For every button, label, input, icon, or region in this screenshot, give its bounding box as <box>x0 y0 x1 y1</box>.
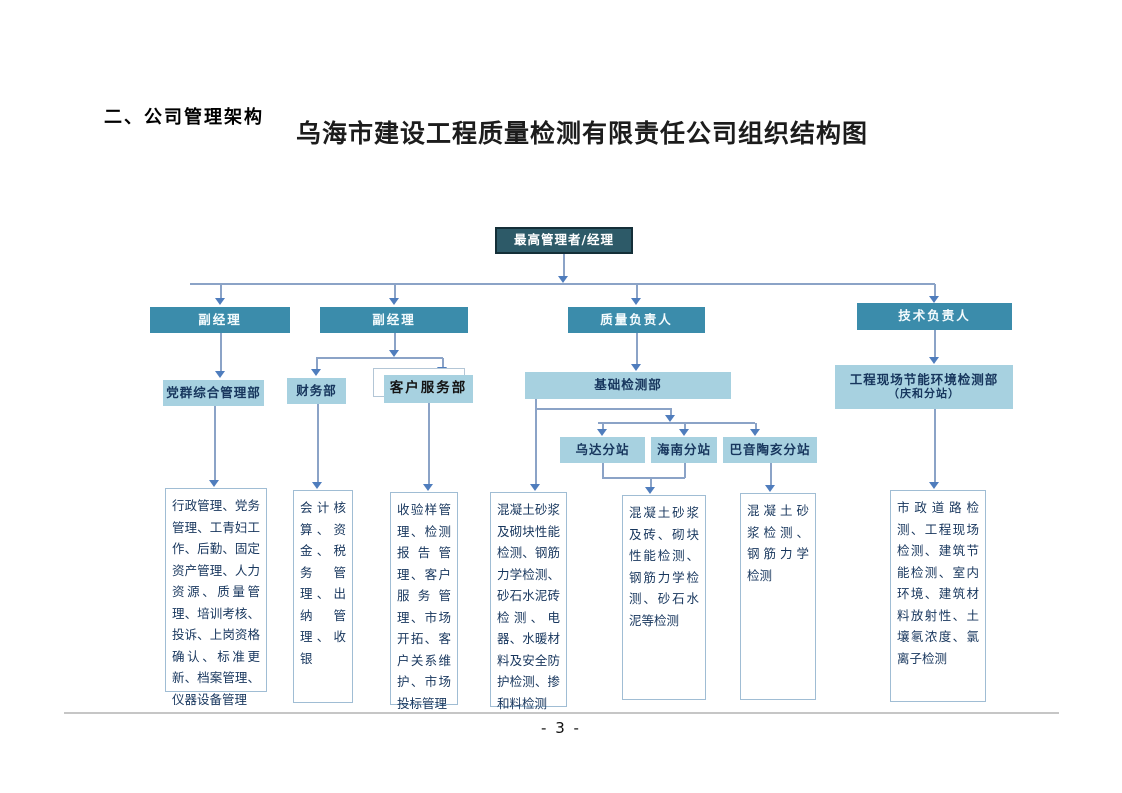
arrow-down-icon <box>665 415 675 422</box>
connector-line <box>535 399 537 484</box>
org-node-quality-leader: 质量负责人 <box>568 307 705 333</box>
org-node-basic-testing-dept: 基础检测部 <box>525 372 731 399</box>
connector-line <box>536 408 670 410</box>
arrow-down-icon <box>765 485 775 492</box>
connector-line <box>214 406 216 480</box>
duties-customer-service: 收验样管理、检测报告管理、客户服务管理、市场开拓、客户关系维护、市场投标管理 <box>390 492 458 711</box>
arrow-down-icon <box>929 296 939 303</box>
connector-line <box>636 284 638 298</box>
duties-wuda-hainan-branches: 混凝土砂浆及砖、砌块性能检测、钢筋力学检测、砂石水泥等检测 <box>622 495 706 700</box>
org-node-deputy-manager-1: 副经理 <box>150 307 290 333</box>
org-node-finance-dept: 财务部 <box>287 378 346 404</box>
connector-line <box>934 408 936 482</box>
connector-line <box>442 358 444 367</box>
connector-line <box>934 330 936 357</box>
connector-line <box>220 284 222 298</box>
connector-line <box>650 478 652 487</box>
arrow-down-icon <box>423 484 433 491</box>
connector-line <box>394 333 396 350</box>
duties-party-admin: 行政管理、党务管理、工青妇工作、后勤、固定资产管理、人力资源、质量管理、培训考核… <box>165 488 267 707</box>
arrow-down-icon <box>389 350 399 357</box>
connector-line <box>770 463 772 485</box>
duties-finance: 会计核算、资金、税务管理、出纳管理、收银 <box>293 490 353 703</box>
org-node-customer-service-dept: 客户服务部 <box>384 375 473 403</box>
connector-line <box>602 463 604 478</box>
arrow-down-icon <box>929 482 939 489</box>
site-energy-dept-name: 工程现场节能环境检测部 <box>849 371 999 387</box>
connector-line <box>755 423 757 429</box>
connector-line <box>428 403 430 484</box>
org-node-wuda-branch: 乌达分站 <box>560 437 645 463</box>
org-node-bayintaohai-branch: 巴音陶亥分站 <box>723 437 817 463</box>
org-node-technical-leader: 技术负责人 <box>857 303 1012 330</box>
arrow-down-icon <box>631 364 641 371</box>
arrow-down-icon <box>311 369 321 376</box>
connector-line <box>598 422 755 424</box>
arrow-down-icon <box>645 487 655 494</box>
arrow-down-icon <box>215 371 225 378</box>
arrow-down-icon <box>679 429 689 436</box>
duties-site-energy: 市政道路检测、工程现场检测、建筑节能检测、室内环境、建筑材料放射性、土壤氡浓度、… <box>890 490 986 702</box>
connector-line <box>684 463 686 478</box>
arrow-down-icon <box>312 482 322 489</box>
section-heading: 二、公司管理架构 <box>104 107 264 128</box>
connector-line <box>934 284 936 296</box>
chart-title: 乌海市建设工程质量检测有限责任公司组织结构图 <box>296 119 869 148</box>
arrow-down-icon <box>215 298 225 305</box>
page-number: - 3 - <box>541 719 581 737</box>
org-node-deputy-manager-2: 副经理 <box>320 307 468 333</box>
arrow-down-icon <box>750 429 760 436</box>
duties-bayintaohai-branch: 混凝土砂浆检测、钢筋力学检测 <box>740 493 816 700</box>
arrow-down-icon <box>558 276 568 283</box>
org-node-site-energy-dept: 工程现场节能环境检测部 （庆和分站） <box>835 365 1013 409</box>
arrow-down-icon <box>209 480 219 487</box>
connector-line <box>317 404 319 482</box>
site-energy-dept-branch: （庆和分站） <box>888 387 960 401</box>
org-node-party-admin-dept: 党群综合管理部 <box>163 380 264 406</box>
connector-line <box>602 423 604 429</box>
connector-line <box>670 408 672 415</box>
connector-line <box>316 358 318 369</box>
connector-line <box>684 423 686 429</box>
connector-line <box>220 333 222 371</box>
arrow-down-icon <box>597 429 607 436</box>
org-node-top-manager: 最高管理者/经理 <box>495 227 633 254</box>
connector-line <box>190 283 935 285</box>
org-node-hainan-branch: 海南分站 <box>651 437 717 463</box>
connector-line <box>316 357 443 359</box>
arrow-down-icon <box>530 484 540 491</box>
footer-divider <box>64 712 1059 714</box>
arrow-down-icon <box>631 298 641 305</box>
duties-basic-testing: 混凝土砂浆及砌块性能检测、钢筋力学检测、砂石水泥砖检测、电器、水暖材料及安全防护… <box>490 492 567 711</box>
arrow-down-icon <box>389 298 399 305</box>
connector-line <box>602 477 685 479</box>
connector-line <box>394 284 396 298</box>
connector-line <box>563 253 565 277</box>
arrow-down-icon <box>929 357 939 364</box>
connector-line <box>636 333 638 364</box>
